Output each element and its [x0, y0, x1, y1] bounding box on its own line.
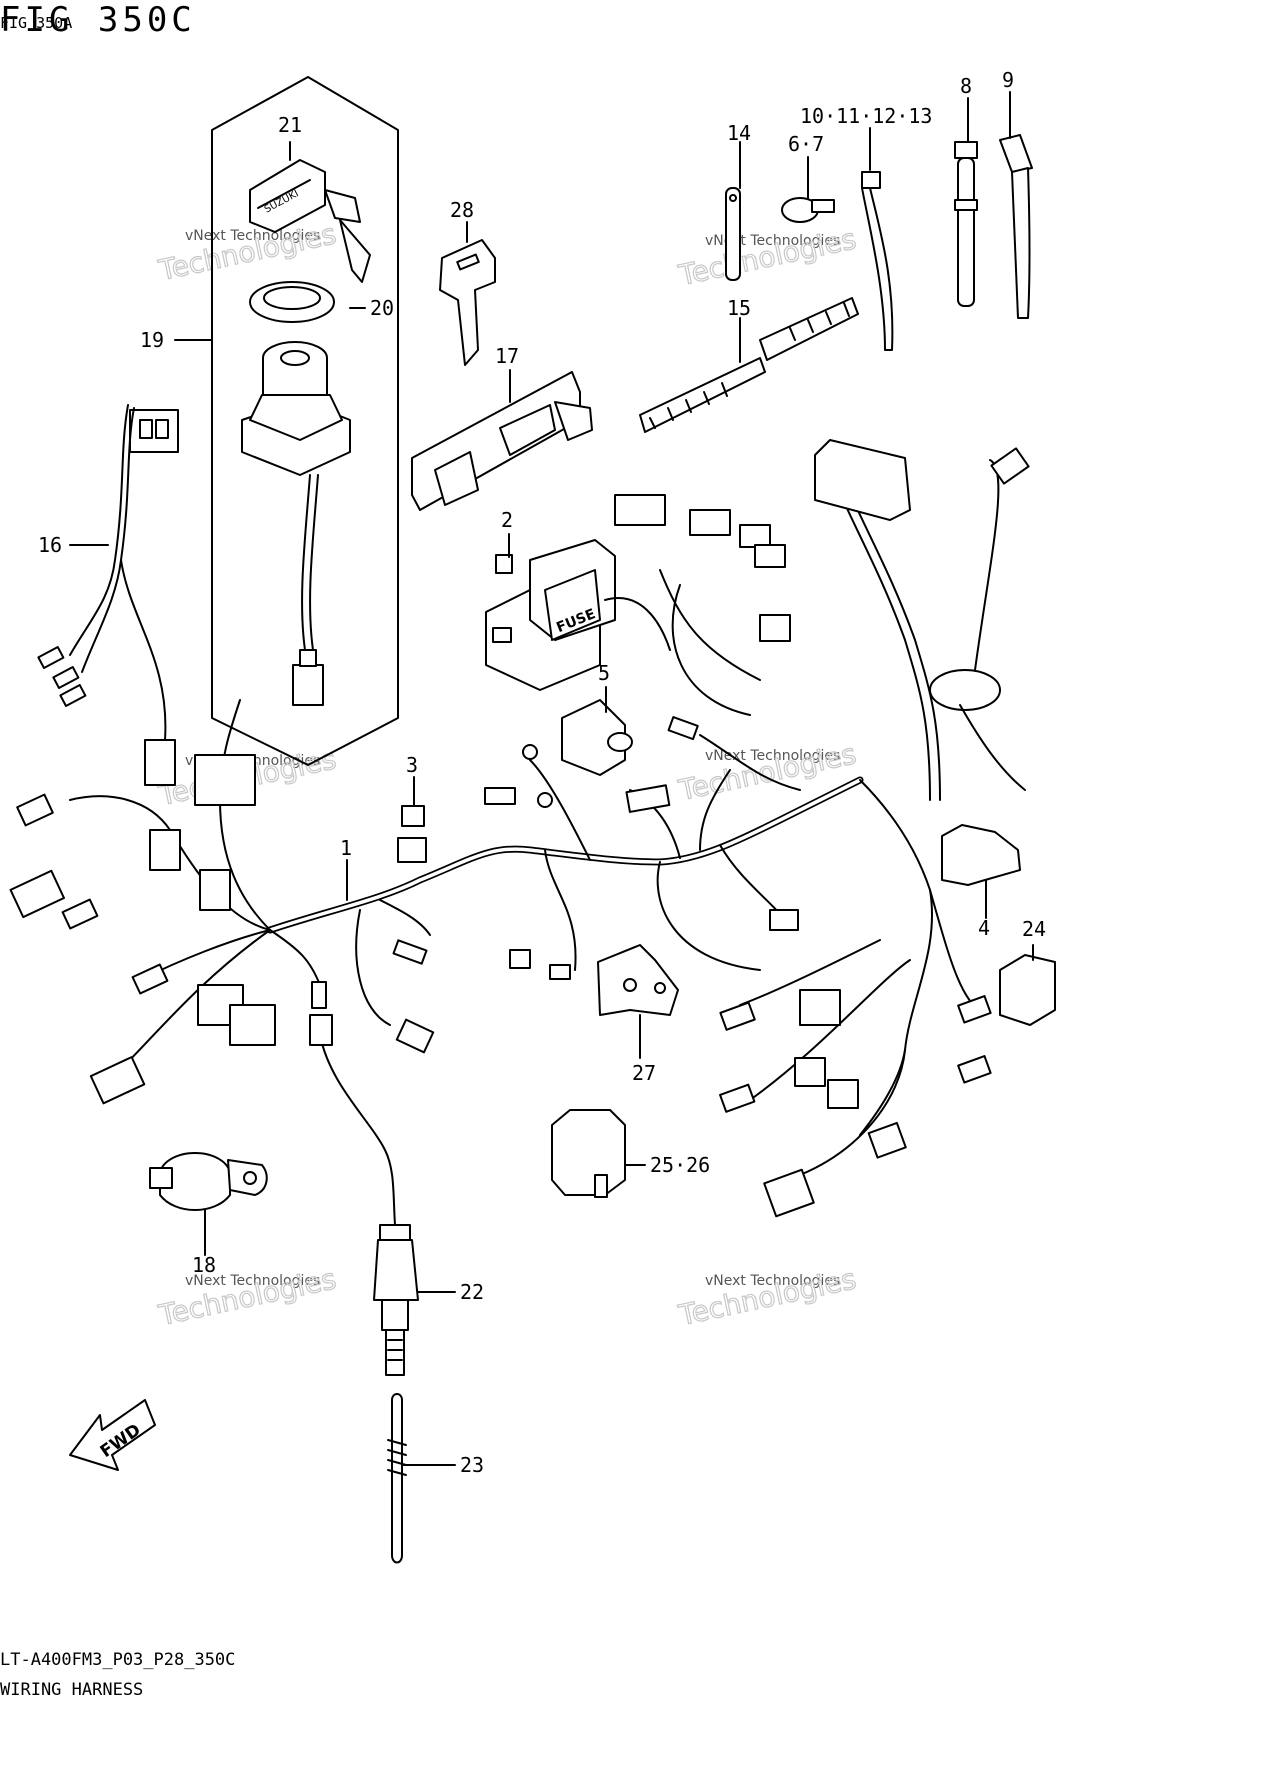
switch-body: [241, 341, 351, 706]
ignition-key-part-21: SUZUKI: [249, 159, 371, 283]
callout-1: 1: [340, 836, 352, 860]
callout-3: 3: [406, 753, 418, 777]
callout-14: 14: [727, 121, 751, 145]
svg-text:vNext Technologies: vNext Technologies: [185, 1273, 320, 1289]
clamp-part-6-7: [781, 197, 835, 223]
leader-lines: [69, 91, 1034, 1466]
sub-harness-part-16: [37, 404, 179, 786]
watermark-6: vNext Technologies Technologies: [675, 1262, 860, 1333]
main-harness-part-1: [9, 439, 1030, 1218]
callout-17: 17: [495, 344, 519, 368]
callout-15: 15: [727, 296, 751, 320]
figure-subtitle: FIG 350A: [0, 14, 73, 32]
sensor-part-22: [319, 1034, 419, 1376]
fwd-arrow: FWD: [69, 1399, 156, 1471]
cap-part-25-26: [551, 1109, 626, 1198]
band-part-10-13: [861, 171, 894, 351]
callout-22: 22: [460, 1280, 484, 1304]
group-19-outline: [211, 76, 399, 766]
callout-4: 4: [978, 916, 990, 940]
fuse-holder-part-2: FUSE: [485, 539, 616, 691]
callout-19: 19: [140, 328, 164, 352]
bracket-part-27: [597, 944, 679, 1016]
drawing-code: LT-A400FM3_P03_P28_350C: [0, 1650, 236, 1670]
svg-text:vNext Technologies: vNext Technologies: [705, 1273, 840, 1289]
callout-21: 21: [278, 113, 302, 137]
callout-9: 9: [1002, 68, 1014, 92]
cover-part-5: [561, 699, 633, 776]
callout-24: 24: [1022, 917, 1046, 941]
tube-part-15: [639, 297, 859, 433]
callout-25-26: 25·26: [650, 1153, 710, 1177]
cover-part-4: [941, 824, 1021, 886]
figure-title: FIG 350C: [0, 0, 196, 40]
watermark-2: vNext Technologies Technologies: [675, 222, 860, 293]
callout-20: 20: [370, 296, 394, 320]
nut-part-20: [249, 281, 335, 323]
callout-23: 23: [460, 1453, 484, 1477]
ignition-switch-assembly: SUZUKI: [211, 76, 399, 766]
callout-6-7: 6·7: [788, 132, 824, 156]
callout-18: 18: [192, 1253, 216, 1277]
switch-part-18: [149, 1152, 268, 1211]
callout-2: 2: [501, 508, 513, 532]
bracket-part-17: [411, 371, 593, 511]
key-part-28: [439, 239, 496, 366]
callout-28: 28: [450, 198, 474, 222]
callout-16: 16: [38, 533, 62, 557]
drawing-name: WIRING HARNESS: [0, 1680, 144, 1700]
callout-8: 8: [960, 74, 972, 98]
relay-part-3: [397, 805, 427, 863]
watermark-1: vNext Technologies Technologies: [155, 217, 340, 288]
callout-5: 5: [598, 661, 610, 685]
callout-10-13: 10·11·12·13: [800, 104, 932, 128]
callout-labels: 1 2 3 4 5 6·7 8 9 10·11·12·13 14 15 16 1…: [38, 68, 1046, 1477]
callout-27: 27: [632, 1061, 656, 1085]
relay-part-24: [999, 954, 1056, 1026]
band-part-9: [999, 134, 1033, 319]
clip-part-23: [387, 1393, 407, 1564]
clamp-part-14: [725, 187, 741, 281]
svg-text:vNext Technologies: vNext Technologies: [185, 228, 320, 244]
band-part-8: [954, 141, 978, 307]
watermark-5: vNext Technologies Technologies: [155, 1262, 340, 1333]
